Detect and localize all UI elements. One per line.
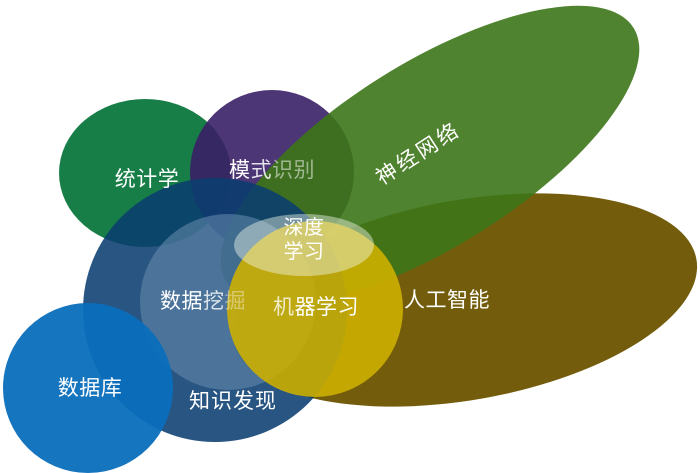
label-deep-learning-line2: 学习 xyxy=(283,241,325,263)
label-data-mining-part-mid: 挖 xyxy=(203,290,225,313)
label-deep-learning-line1: 深度 xyxy=(283,217,325,239)
label-pattern-part-clear: 模 xyxy=(229,159,251,182)
label-data-mining-part-clear: 数据 xyxy=(160,290,203,313)
label-data-mining: 数据挖掘 xyxy=(155,289,251,315)
label-statistics: 统计学 xyxy=(114,168,180,191)
label-deep-learning: 深度 学习 xyxy=(272,216,336,264)
label-pattern-recognition: 模式识别 xyxy=(222,158,322,184)
label-data-mining-part-faded: 掘 xyxy=(224,290,246,313)
ellipse-deep-learning xyxy=(234,214,374,276)
label-pattern-part-faded: 识别 xyxy=(272,159,315,182)
circle-database xyxy=(3,303,173,473)
label-machine-learning-part-faded: 机 xyxy=(273,296,295,319)
label-database: 数据库 xyxy=(57,377,123,400)
label-knowledge-discovery: 知识发现 xyxy=(189,390,277,413)
label-machine-learning-part-clear: 器学习 xyxy=(294,296,359,319)
label-machine-learning: 机器学习 xyxy=(268,295,364,321)
label-artificial-intelligence: 人工智能 xyxy=(404,289,490,312)
label-pattern-part-mid: 式 xyxy=(250,159,272,182)
circle-machine-learning xyxy=(227,221,403,397)
